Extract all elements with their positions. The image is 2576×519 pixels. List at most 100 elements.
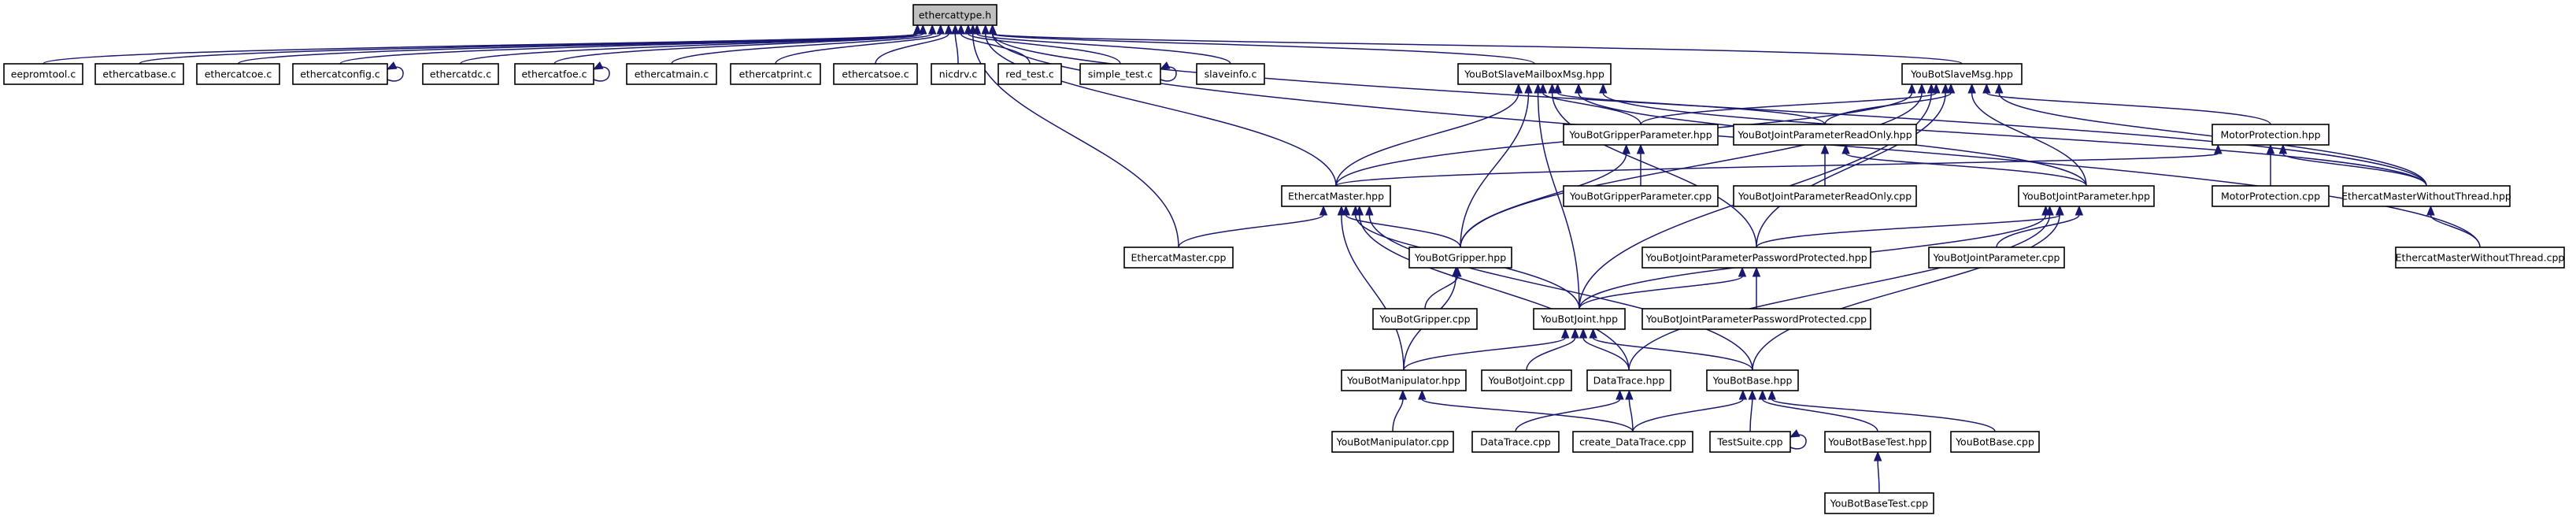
node-label: YouBotJointParameterReadOnly.hpp: [1737, 129, 1912, 141]
node-youbotgripperparameter-hpp[interactable]: YouBotGripperParameter.hpp: [1563, 124, 1719, 146]
edge-line: [1515, 399, 1621, 432]
node-slaveinfo-c[interactable]: slaveinfo.c: [1196, 63, 1265, 85]
node-label: ethercatcoe.c: [205, 69, 272, 80]
node-youbotgripperparameter-cpp[interactable]: YouBotGripperParameter.cpp: [1563, 185, 1719, 207]
edge-youbotbasetest-cpp-to-youbotbasetest-hpp: [1873, 450, 1882, 494]
edge-ethercatmasterwithoutthread-hpp-to-youbotslavemailboxmsg-hpp: [1599, 83, 2427, 187]
node-youbotjoint-cpp[interactable]: YouBotJoint.cpp: [1481, 369, 1572, 391]
node-youbotmanipulator-cpp[interactable]: YouBotManipulator.cpp: [1331, 431, 1454, 453]
edge-youbotjointparameter-cpp-to-youbotjointparameter-hpp: [1996, 205, 2084, 248]
node-box: [1331, 431, 1454, 453]
edge-simple-test-c-to-simple-test-c: [1159, 61, 1177, 82]
edge-ethercatmasterwithoutthread-cpp-to-ethercatmasterwithoutthread-hpp: [2426, 205, 2481, 248]
node-datatrace-hpp[interactable]: DataTrace.hpp: [1586, 369, 1671, 391]
node-label: DataTrace.hpp: [1593, 375, 1665, 387]
edge-line: [960, 33, 1031, 65]
node-label: ethercatdc.c: [430, 69, 491, 80]
arrowhead: [1908, 83, 1916, 94]
node-ethercatsoe-c[interactable]: ethercatsoe.c: [833, 63, 918, 85]
node-ethercatfoe-c[interactable]: ethercatfoe.c: [514, 63, 594, 85]
node-youbotbasetest-hpp[interactable]: YouBotBaseTest.hpp: [1824, 431, 1931, 453]
arrowhead: [1451, 266, 1460, 277]
arrowhead: [1616, 389, 1624, 400]
node-youbotjointparameterreadonly-cpp[interactable]: YouBotJointParameterReadOnly.cpp: [1733, 185, 1917, 207]
edge-datatrace-hpp-to-youbotjoint-hpp: [1579, 328, 1630, 371]
node-youbotbasetest-cpp[interactable]: YouBotBaseTest.cpp: [1824, 492, 1934, 514]
node-youbotbase-hpp[interactable]: YouBotBase.hpp: [1706, 369, 1799, 391]
edge-youbotgripper-hpp-to-youbotslavemailboxmsg-hpp: [1460, 83, 1533, 248]
node-ethercatmain-c[interactable]: ethercatmain.c: [626, 63, 717, 85]
node-nicdrv-c[interactable]: nicdrv.c: [931, 63, 986, 85]
node-youbotgripper-cpp[interactable]: YouBotGripper.cpp: [1372, 308, 1478, 330]
edge-line: [1556, 92, 1826, 125]
node-simple-test-c[interactable]: simple_test.c: [1079, 63, 1161, 85]
edge-youbotjoint-cpp-to-youbotjoint-hpp: [1526, 328, 1579, 371]
node-label: YouBotBaseTest.hpp: [1827, 436, 1927, 448]
edge-ethercatmain-c-to-ethercattype-h: [671, 24, 937, 65]
node-youbotjointparameterpasswordprotected-cpp[interactable]: YouBotJointParameterPasswordProtected.cp…: [1641, 308, 1871, 330]
edge-youbotgripperparameter-hpp-to-youbotslavemailboxmsg-hpp: [1538, 83, 1641, 125]
arrowhead: [1636, 143, 1645, 154]
edge-line: [1845, 153, 2087, 187]
node-ethercatmaster-cpp[interactable]: EthercatMaster.cpp: [1123, 247, 1234, 269]
node-red-test-c[interactable]: red_test.c: [997, 63, 1062, 85]
node-youbotjointparameter-hpp[interactable]: YouBotJointParameter.hpp: [2018, 185, 2155, 207]
node-youbotmanipulator-hpp[interactable]: YouBotManipulator.hpp: [1341, 369, 1467, 391]
node-label: YouBotJointParameterPasswordProtected.hp…: [1645, 252, 1867, 264]
node-create-datatrace-cpp[interactable]: create_DataTrace.cpp: [1572, 431, 1693, 453]
node-youbotjoint-hpp[interactable]: YouBotJoint.hpp: [1533, 308, 1626, 330]
edge-line: [976, 33, 1231, 65]
node-youbotjointparameterreadonly-hpp[interactable]: YouBotJointParameterReadOnly.hpp: [1733, 124, 1917, 146]
node-ethercatprint-c[interactable]: ethercatprint.c: [730, 63, 821, 85]
node-ethercatmaster-hpp[interactable]: EthercatMaster.hpp: [1281, 185, 1391, 207]
node-ethercatdc-c[interactable]: ethercatdc.c: [422, 63, 499, 85]
arrowhead: [1398, 389, 1408, 400]
edge-ethercatmasterwithoutthread-hpp-to-ethercattype-h: [988, 24, 2427, 187]
node-motorprotection-cpp[interactable]: MotorProtection.cpp: [2211, 185, 2330, 207]
node-ethercatbase-c[interactable]: ethercatbase.c: [94, 63, 184, 85]
edge-line: [1749, 399, 1753, 432]
node-label: ethercatconfig.c: [300, 69, 380, 80]
node-youbotbase-cpp[interactable]: YouBotBase.cpp: [1950, 431, 2040, 453]
node-youbotgripper-hpp[interactable]: YouBotGripper.hpp: [1408, 247, 1512, 269]
node-box: [2211, 185, 2330, 207]
node-label: YouBotJoint.cpp: [1487, 375, 1564, 387]
node-youbotjointparameterpasswordprotected-hpp[interactable]: YouBotJointParameterPasswordProtected.hp…: [1641, 247, 1871, 269]
node-youbotslavemsg-hpp[interactable]: YouBotSlaveMsg.hpp: [1901, 63, 2023, 85]
node-datatrace-cpp[interactable]: DataTrace.cpp: [1471, 431, 1560, 453]
node-ethercatmasterwithoutthread-cpp[interactable]: EthercatMasterWithoutThread.cpp: [2395, 247, 2565, 269]
arrowhead: [2278, 143, 2288, 154]
node-box: [1123, 247, 1234, 269]
node-label: YouBotJointParameterPasswordProtected.cp…: [1645, 313, 1867, 325]
node-youbotjointparameter-cpp[interactable]: YouBotJointParameter.cpp: [1928, 247, 2065, 269]
arrowhead: [944, 24, 953, 35]
edge-testsuite-cpp-to-testsuite-cpp: [1789, 429, 1807, 450]
node-label: YouBotGripper.cpp: [1379, 313, 1470, 325]
node-testsuite-cpp[interactable]: TestSuite.cpp: [1709, 431, 1791, 453]
arrowhead: [1538, 83, 1548, 94]
node-label: simple_test.c: [1088, 69, 1153, 80]
node-motorprotection-hpp[interactable]: MotorProtection.hpp: [2211, 124, 2330, 146]
node-ethercattype-h[interactable]: ethercattype.h: [912, 4, 997, 26]
node-label: YouBotGripperParameter.hpp: [1568, 129, 1712, 141]
edge-youbotjointparameterreadonly-cpp-to-youbotjointparameterreadonly-hpp: [1820, 143, 1830, 186]
arrowhead: [1589, 328, 1597, 339]
node-label: eepromtool.c: [11, 69, 76, 80]
node-label: YouBotSlaveMsg.hpp: [1910, 69, 2013, 80]
arrowhead: [1319, 205, 1328, 216]
arrowhead: [1967, 83, 1976, 94]
node-youbotslavemailboxmsg-hpp[interactable]: YouBotSlaveMailboxMsg.hpp: [1457, 63, 1612, 85]
arrowhead: [936, 24, 946, 35]
node-ethercatconfig-c[interactable]: ethercatconfig.c: [292, 63, 388, 85]
edge-line: [1178, 214, 1324, 248]
edge-youbotbase-cpp-to-youbotbase-hpp: [1767, 389, 1996, 432]
node-box: [1533, 308, 1626, 330]
arrowhead: [2074, 205, 2084, 216]
node-eepromtool-c[interactable]: eepromtool.c: [3, 63, 83, 85]
arrowhead: [1941, 83, 1950, 94]
node-ethercatcoe-c[interactable]: ethercatcoe.c: [196, 63, 280, 85]
edge-line: [1761, 399, 1878, 432]
node-ethercatmasterwithoutthread-hpp[interactable]: EthercatMasterWithoutThread.hpp: [2341, 185, 2511, 207]
edge-line: [775, 33, 942, 65]
